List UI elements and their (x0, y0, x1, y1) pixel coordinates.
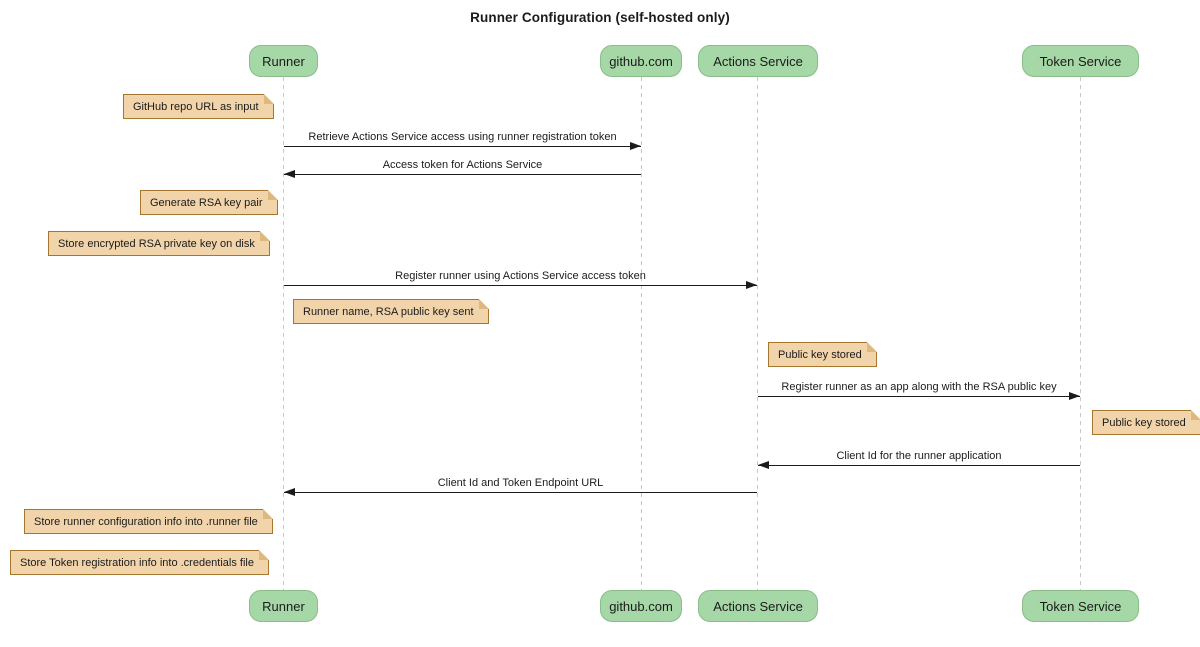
note: Public key stored (768, 342, 877, 367)
message-label: Retrieve Actions Service access using ru… (308, 131, 617, 143)
message-label: Client Id for the runner application (836, 450, 1002, 462)
participant-token-service-top: Token Service (1022, 45, 1139, 77)
message-label: Client Id and Token Endpoint URL (437, 477, 604, 489)
note: Runner name, RSA public key sent (293, 299, 489, 324)
participant-runner-top: Runner (249, 45, 318, 77)
note: GitHub repo URL as input (123, 94, 274, 119)
participant-actions-service-top: Actions Service (698, 45, 818, 77)
arrowhead-icon (284, 170, 295, 178)
message-line (284, 285, 757, 286)
note: Store runner configuration info into .ru… (24, 509, 273, 534)
message-label: Register runner using Actions Service ac… (395, 270, 646, 282)
note: Store encrypted RSA private key on disk (48, 231, 270, 256)
arrowhead-icon (1069, 392, 1080, 400)
participant-token-service-bottom: Token Service (1022, 590, 1139, 622)
note: Public key stored (1092, 410, 1200, 435)
message-label: Access token for Actions Service (382, 159, 543, 171)
arrowhead-icon (284, 488, 295, 496)
lifeline-runner (283, 77, 284, 590)
lifeline-token-service (1080, 77, 1081, 590)
arrowhead-icon (758, 461, 769, 469)
note: Generate RSA key pair (140, 190, 278, 215)
participant-runner-bottom: Runner (249, 590, 318, 622)
message-label: Register runner as an app along with the… (781, 381, 1057, 393)
arrowhead-icon (630, 142, 641, 150)
message-line (284, 146, 641, 147)
message-line (758, 465, 1080, 466)
lifeline-github (641, 77, 642, 590)
message-line (284, 492, 757, 493)
lifeline-actions-service (757, 77, 758, 590)
message-line (758, 396, 1080, 397)
participant-github-bottom: github.com (600, 590, 682, 622)
message-line (284, 174, 641, 175)
participant-github-top: github.com (600, 45, 682, 77)
participant-actions-service-bottom: Actions Service (698, 590, 818, 622)
note: Store Token registration info into .cred… (10, 550, 269, 575)
arrowhead-icon (746, 281, 757, 289)
diagram-title: Runner Configuration (self-hosted only) (470, 10, 730, 25)
